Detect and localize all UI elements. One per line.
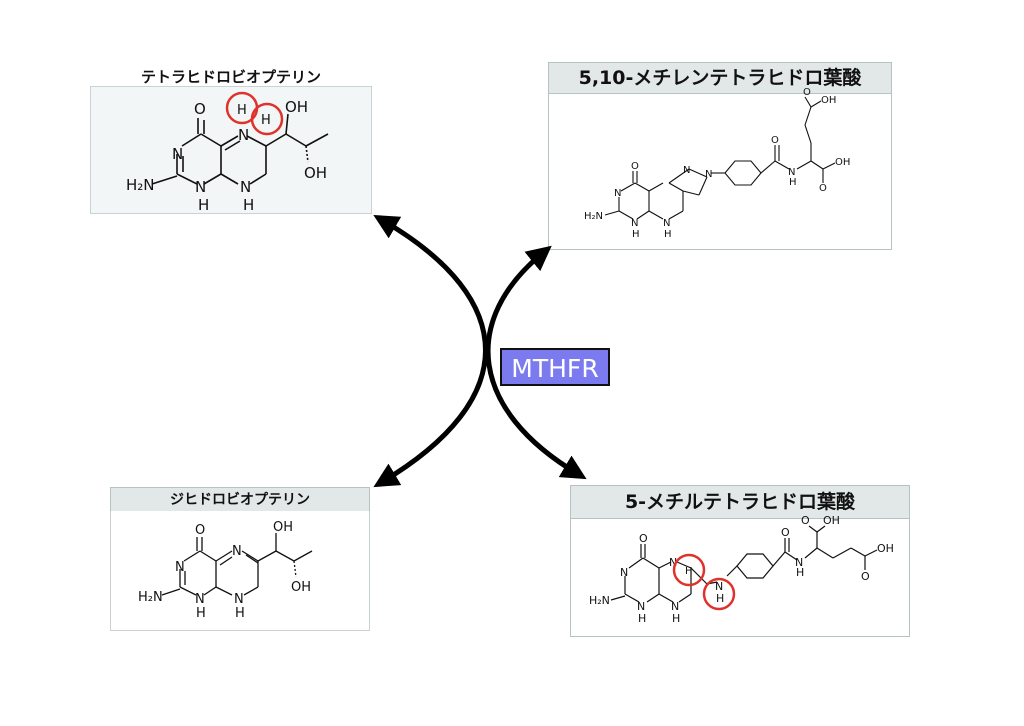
panel-tetrahydrobiopterin: テトラヒドロビオプテリン: [90, 66, 372, 216]
structure-frame: [110, 511, 370, 631]
panel-title: 5-メチルテトラヒドロ葉酸: [571, 486, 909, 519]
svg-text:OH: OH: [291, 580, 311, 595]
svg-text:OH: OH: [273, 520, 293, 535]
svg-text:H: H: [198, 196, 209, 214]
svg-text:OH: OH: [821, 95, 836, 106]
panel-methylene-thf: 5,10-メチレンテトラヒドロ葉酸: [548, 62, 892, 250]
svg-text:H: H: [672, 612, 680, 625]
svg-text:H: H: [196, 606, 206, 621]
svg-text:N: N: [232, 544, 242, 559]
svg-text:N: N: [614, 188, 621, 199]
svg-text:N: N: [240, 178, 251, 196]
bh4-structure: O N N H H₂N N N H OH OH H H: [126, 91, 329, 214]
svg-text:O: O: [801, 514, 810, 527]
svg-text:OH: OH: [823, 514, 840, 527]
svg-text:H: H: [638, 612, 646, 625]
svg-text:OH: OH: [285, 98, 308, 116]
svg-text:H: H: [243, 196, 254, 214]
svg-text:H: H: [789, 177, 797, 188]
svg-text:H: H: [235, 606, 245, 621]
svg-text:N: N: [238, 126, 249, 144]
svg-text:OH: OH: [304, 164, 327, 182]
svg-text:N: N: [795, 556, 803, 569]
svg-text:N: N: [234, 592, 244, 607]
svg-text:N: N: [671, 600, 679, 613]
panel-methyl-thf: 5-メチルテトラヒドロ葉酸: [570, 485, 910, 637]
svg-text:N: N: [715, 580, 723, 593]
svg-text:N: N: [683, 165, 690, 176]
svg-text:O: O: [781, 526, 790, 539]
svg-text:N: N: [637, 600, 645, 613]
methylene-thf-structure: O N N H H₂N N H N N O N H O OH O OH: [584, 87, 850, 240]
svg-text:N: N: [195, 592, 205, 607]
svg-text:H₂N: H₂N: [584, 211, 603, 222]
panel-title: テトラヒドロビオプテリン: [140, 68, 321, 86]
svg-text:H: H: [261, 113, 271, 128]
highlight-circle: [250, 102, 284, 136]
svg-text:H: H: [716, 592, 724, 605]
enzyme-label-mthfr: MTHFR: [500, 348, 610, 386]
svg-text:N: N: [705, 169, 712, 180]
svg-text:H₂N: H₂N: [589, 594, 610, 607]
svg-text:N: N: [663, 218, 670, 229]
svg-text:N: N: [631, 218, 638, 229]
highlight-circle: [702, 577, 736, 611]
svg-text:N: N: [788, 167, 795, 178]
svg-text:N: N: [172, 145, 183, 163]
svg-text:O: O: [194, 100, 206, 118]
svg-text:O: O: [819, 183, 827, 194]
bh2-structure: O N N H H₂N N N H OH OH: [138, 520, 313, 621]
svg-text:O: O: [639, 532, 648, 545]
svg-text:O: O: [861, 570, 870, 583]
svg-text:H: H: [632, 229, 640, 240]
svg-text:O: O: [195, 523, 205, 538]
svg-text:H: H: [664, 229, 672, 240]
svg-text:O: O: [631, 161, 639, 172]
svg-text:O: O: [803, 87, 811, 98]
methyl-thf-structure: O N N H H₂N N N H H N H O N H O OH O OH: [589, 514, 894, 625]
svg-text:N: N: [195, 178, 206, 196]
svg-text:O: O: [771, 135, 779, 146]
svg-text:OH: OH: [835, 157, 850, 168]
svg-text:H: H: [796, 566, 804, 579]
svg-text:N: N: [620, 566, 628, 579]
svg-text:N: N: [669, 556, 677, 569]
svg-text:H₂N: H₂N: [126, 176, 155, 194]
svg-text:OH: OH: [877, 542, 894, 555]
panel-title: 5,10-メチレンテトラヒドロ葉酸: [549, 63, 891, 94]
svg-text:N: N: [175, 560, 185, 575]
divider: [110, 630, 370, 631]
svg-text:H: H: [237, 103, 247, 118]
panel-dihydrobiopterin: ジヒドロビオプテリン O: [110, 487, 370, 635]
structure-frame: [90, 86, 372, 214]
bh-cycle-arrow: [373, 214, 488, 488]
svg-text:H: H: [685, 566, 693, 577]
folate-cycle-arrow: [485, 245, 587, 480]
highlight-circle: [672, 553, 706, 587]
svg-text:H₂N: H₂N: [138, 590, 163, 605]
